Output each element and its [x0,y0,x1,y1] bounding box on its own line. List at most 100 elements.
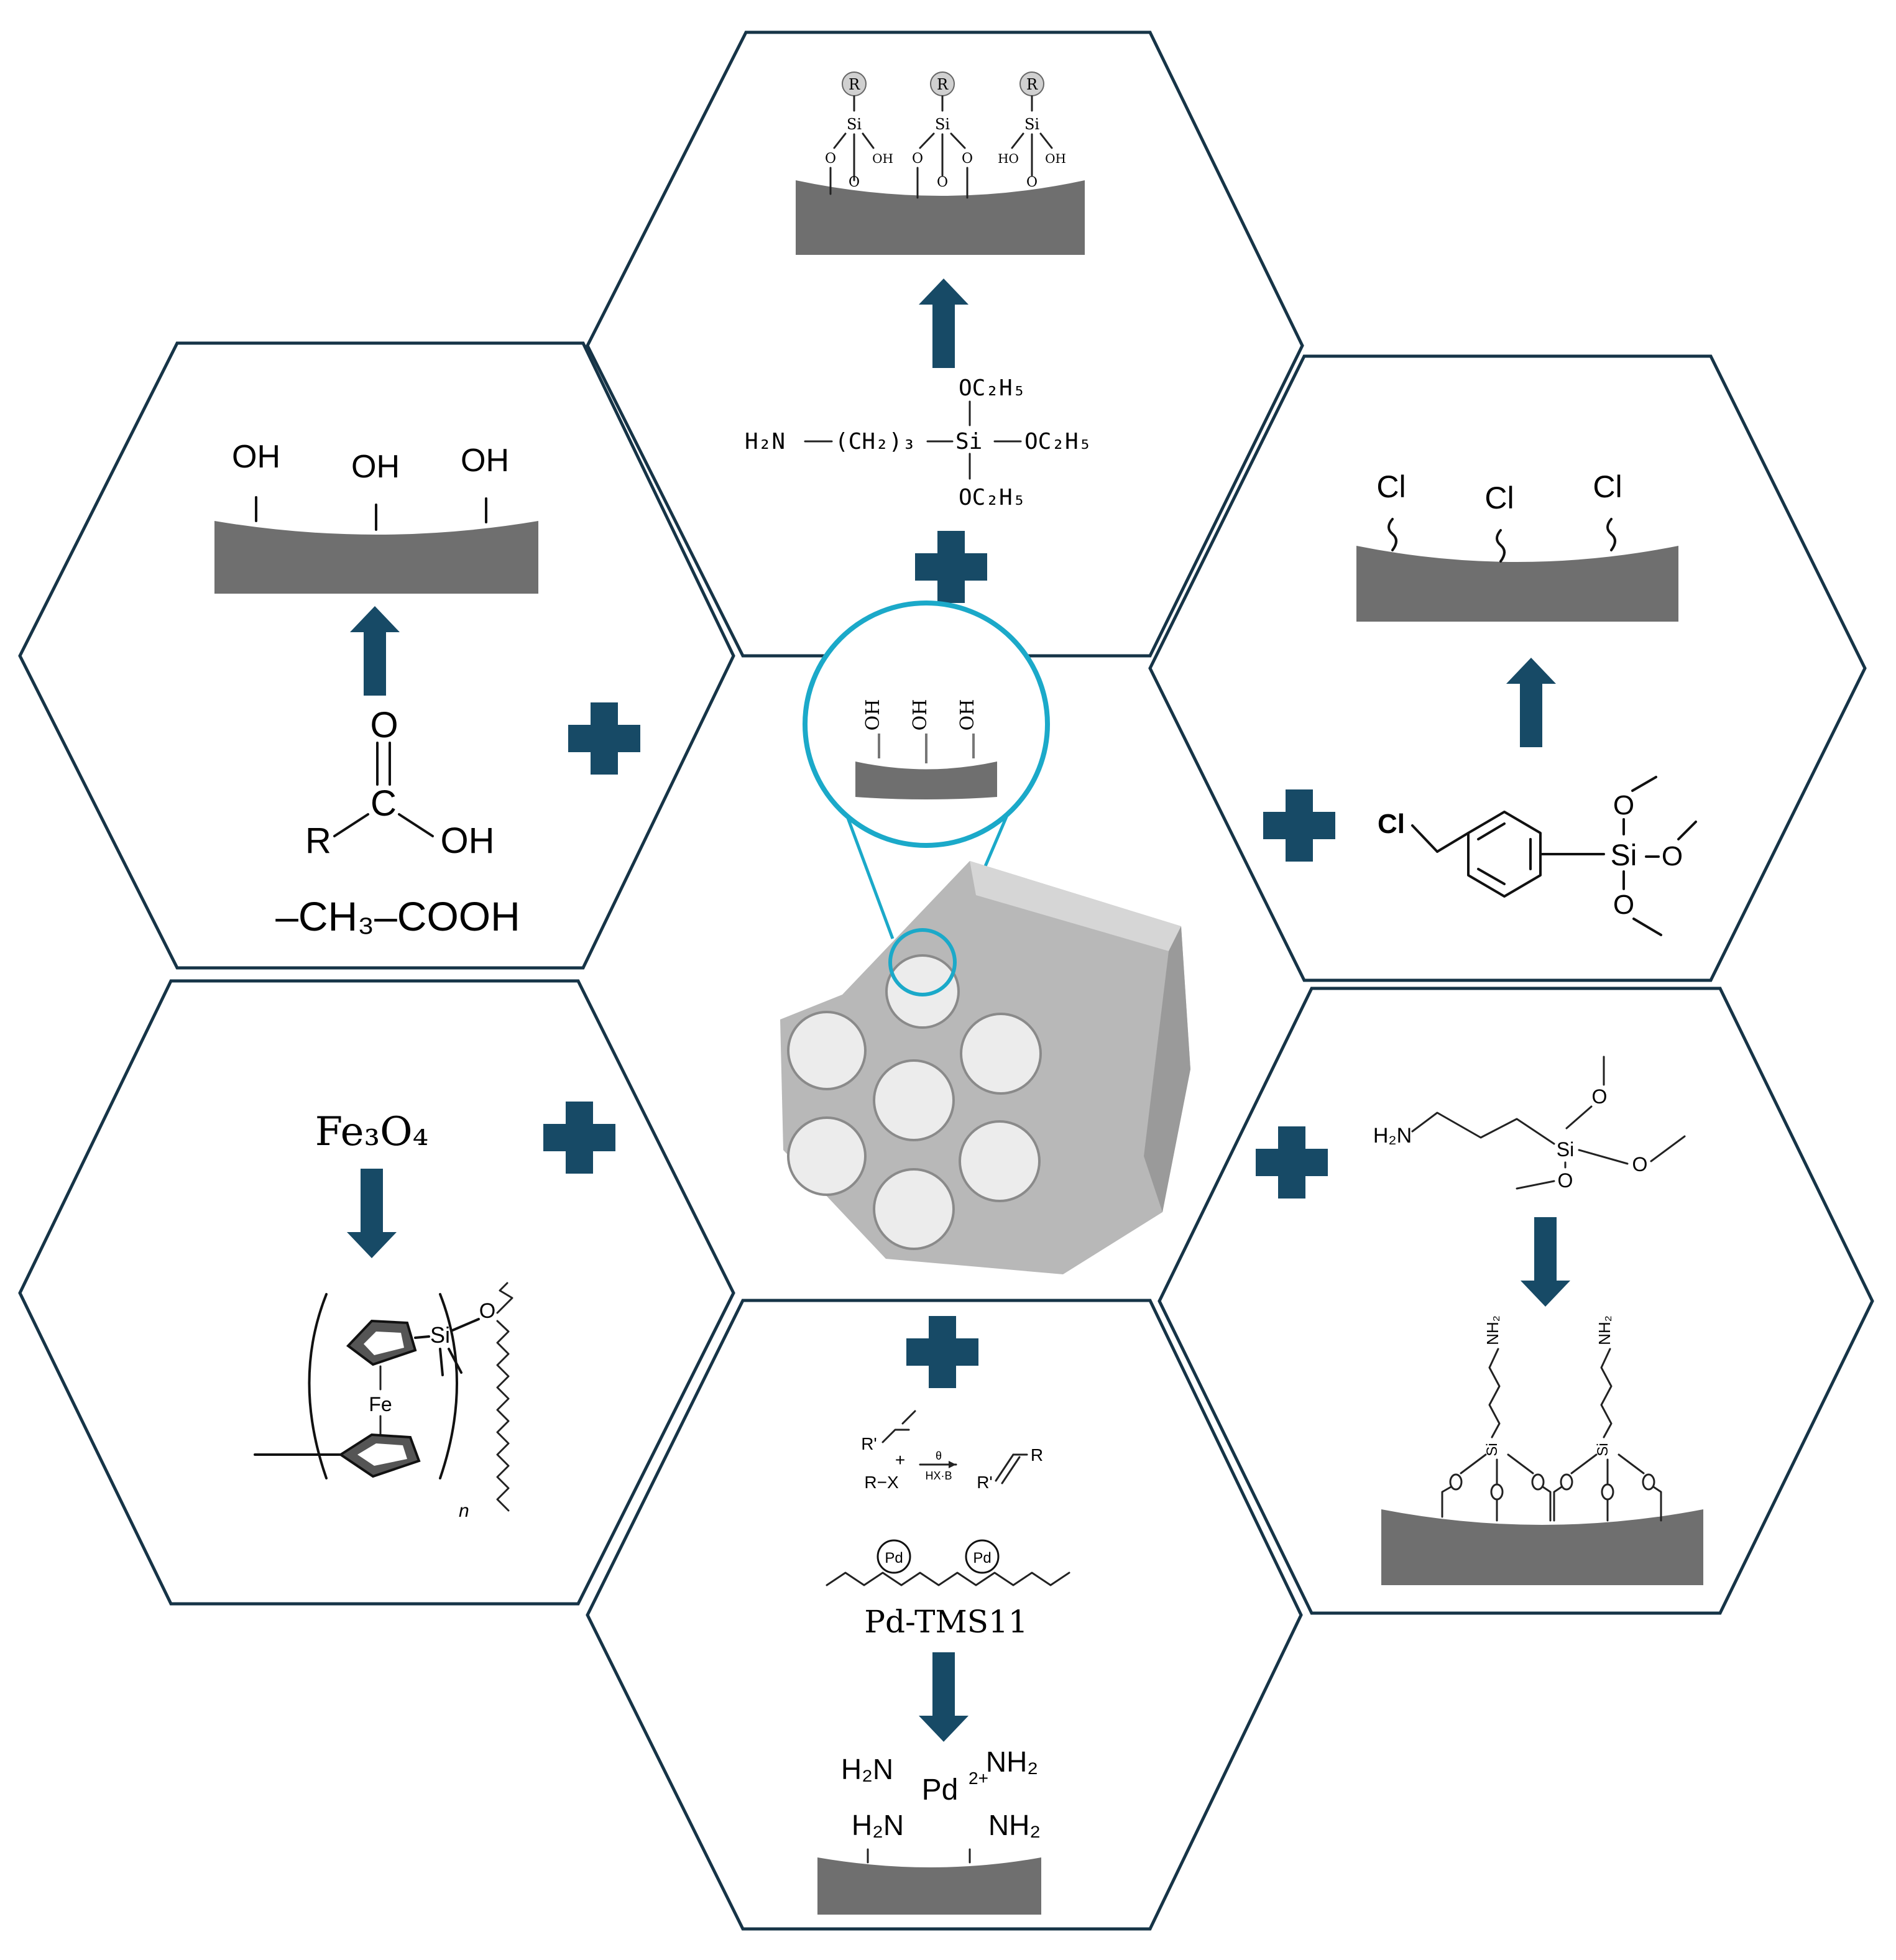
svg-text:OC₂H₅: OC₂H₅ [959,375,1026,401]
carboxylic-acid-structure: O C R OH [305,705,494,861]
bottom-panel: R' + R−X θ HX·B R' R Pd Pd Pd-TMS11 H₂N … [817,1316,1070,1915]
svg-text:Pd: Pd [973,1550,991,1567]
svg-text:Si: Si [955,429,982,454]
catalyst-name: Pd-TMS11 [864,1604,1028,1640]
silane-unit-1: R Si O OH O [825,71,893,195]
svg-text:R: R [1026,76,1038,93]
pore [787,1116,867,1196]
left-top-surface [214,521,538,594]
svg-text:O: O [370,705,398,745]
svg-text:Cl: Cl [1593,469,1622,504]
left-top-panel: OH OH OH O C R OH –CH₃–COOH [214,439,640,939]
svg-text:Cl: Cl [1484,481,1514,515]
svg-text:Pd: Pd [922,1774,959,1806]
svg-text:Si: Si [1024,116,1039,133]
svg-text:OC₂H₅: OC₂H₅ [1024,429,1092,454]
svg-text:O: O [479,1299,495,1323]
svg-text:O: O [937,175,948,190]
svg-text:NH₂: NH₂ [986,1746,1038,1778]
left-bottom-panel: Fe₃O₄ n Si O Fe [254,1102,615,1521]
pore [873,1059,955,1141]
svg-text:Si: Si [1484,1443,1501,1456]
pore [873,1168,955,1250]
svg-text:HO: HO [998,151,1019,166]
svg-text:OH: OH [232,439,280,475]
hex-bottom [586,1299,1303,1931]
svg-text:R': R' [861,1434,877,1453]
svg-text:R': R' [977,1473,993,1492]
svg-text:θ: θ [936,1450,942,1462]
zoom-line-left [842,807,895,939]
svg-text:O: O [1613,790,1634,821]
grafted-amine-1: NH₂ Si [1441,1315,1552,1522]
svg-text:R: R [849,76,860,93]
svg-text:O: O [1632,1153,1648,1176]
pore [959,1120,1041,1202]
svg-text:H₂N: H₂N [852,1809,904,1841]
svg-text:O: O [1662,841,1683,872]
svg-text:O: O [962,151,973,167]
pore [787,1011,867,1090]
svg-text:Si: Si [1595,1443,1611,1456]
pore [960,1013,1042,1095]
svg-text:O: O [912,151,923,167]
svg-text:OH: OH [461,443,509,479]
zoom-surface [855,761,997,799]
hex-left-bottom [18,979,735,1606]
svg-text:H₂N: H₂N [745,429,785,454]
grafted-amine-2: NH₂ Si [1553,1315,1662,1522]
silane-unit-2: R Si O O O [912,71,973,199]
pd-amine-complex: H₂N NH₂ Pd 2+ H₂N NH₂ [841,1746,1041,1864]
pd-tms11-structure: Pd Pd [826,1539,1070,1586]
center-mesoporous-silica: OH OH OH [780,600,1190,1274]
svg-text:(CH₂)₃: (CH₂)₃ [835,429,916,454]
svg-text:Si: Si [1557,1138,1574,1161]
right-top-surface [1356,546,1678,622]
svg-text:Cl: Cl [1376,469,1406,504]
svg-text:OH: OH [862,699,884,731]
hex-right-top [1148,354,1867,982]
svg-text:NH₂: NH₂ [1595,1315,1614,1345]
hex-right-bottom [1157,987,1874,1615]
chloromethyl-silane-structure: Cl Si O O O [1378,776,1697,936]
svg-text:2+: 2+ [969,1769,988,1788]
svg-text:O: O [1613,890,1634,920]
silane-unit-3: R Si HO OH O [998,71,1066,190]
bottom-surface [817,1857,1041,1915]
svg-text:+: + [895,1450,905,1470]
svg-text:O: O [849,175,860,190]
svg-text:OH: OH [909,699,931,731]
svg-text:R−X: R−X [864,1473,899,1492]
svg-text:OH: OH [1045,151,1066,166]
svg-text:Cl: Cl [1378,809,1405,839]
right-top-panel: Cl Cl Cl Cl Si O O O [1263,469,1697,936]
fe3o4-label: Fe₃O₄ [315,1109,429,1155]
svg-text:Si: Si [847,116,862,133]
svg-text:OH: OH [872,151,893,166]
zoom-target-circle [888,928,957,996]
svg-text:R: R [305,821,331,861]
svg-text:OH: OH [351,449,400,485]
svg-text:NH₂: NH₂ [988,1809,1041,1841]
svg-text:Si: Si [1611,839,1637,872]
svg-text:n: n [459,1501,469,1521]
svg-text:O: O [1026,175,1038,190]
aptes-structure: H₂N (CH₂)₃ Si OC₂H₅ OC₂H₅ OC₂H₅ [745,375,1092,510]
svg-text:HX·B: HX·B [925,1470,952,1482]
svg-text:O: O [1592,1085,1608,1108]
svg-text:Pd: Pd [885,1550,903,1567]
right-bottom-surface [1381,1509,1703,1585]
svg-text:R: R [937,76,949,93]
pore [885,954,960,1029]
svg-text:OC₂H₅: OC₂H₅ [959,485,1026,510]
svg-text:OH: OH [441,821,495,861]
svg-text:O: O [825,151,836,167]
svg-text:NH₂: NH₂ [1483,1315,1502,1345]
aminopropyl-silane-structure: H₂N O Si O O [1373,1056,1686,1192]
heck-reaction-scheme: R' + R−X θ HX·B R' R [861,1410,1043,1492]
acetic-acid-formula: –CH₃–COOH [275,893,520,939]
svg-text:Fe: Fe [369,1393,392,1415]
svg-text:OH: OH [957,699,978,731]
svg-text:C: C [370,783,397,824]
